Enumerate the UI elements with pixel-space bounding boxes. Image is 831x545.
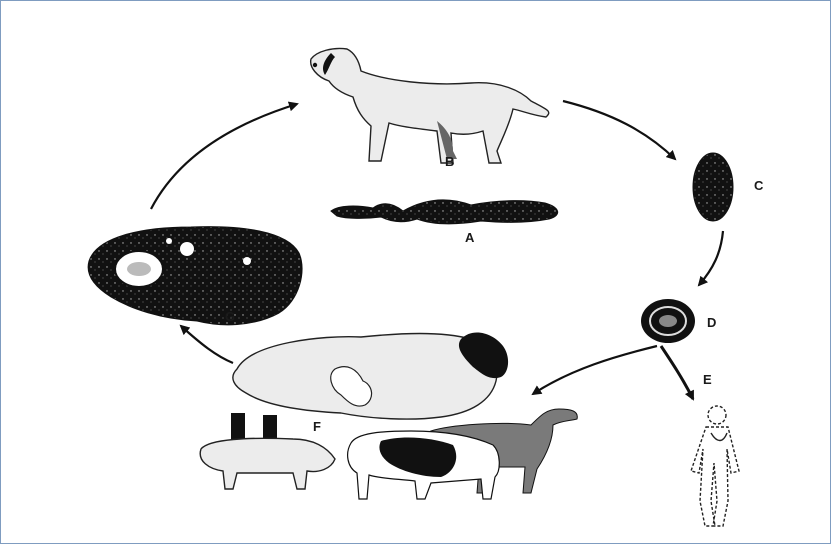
dog-definitive-host xyxy=(311,48,549,163)
hydatid-cyst-organ xyxy=(88,227,302,325)
label-c: C xyxy=(754,178,764,193)
gravid-proglottid xyxy=(693,153,733,221)
label-a: A xyxy=(465,230,475,245)
arrow-g-to-b xyxy=(151,104,297,209)
arrow-d-to-f xyxy=(533,346,657,394)
label-g: G xyxy=(225,309,235,324)
pig xyxy=(200,438,335,489)
label-e: E xyxy=(703,372,712,387)
label-b: B xyxy=(445,154,454,169)
label-d: D xyxy=(707,315,716,330)
label-f: F xyxy=(313,419,321,434)
arrow-c-to-d xyxy=(699,231,723,285)
livestock-group xyxy=(348,409,578,499)
egg xyxy=(641,299,695,343)
adult-tapeworm xyxy=(331,200,558,224)
arrow-f-to-g xyxy=(181,326,233,363)
arrow-d-to-e xyxy=(661,346,693,399)
human-host xyxy=(691,406,739,526)
arrow-b-to-c xyxy=(563,101,675,159)
